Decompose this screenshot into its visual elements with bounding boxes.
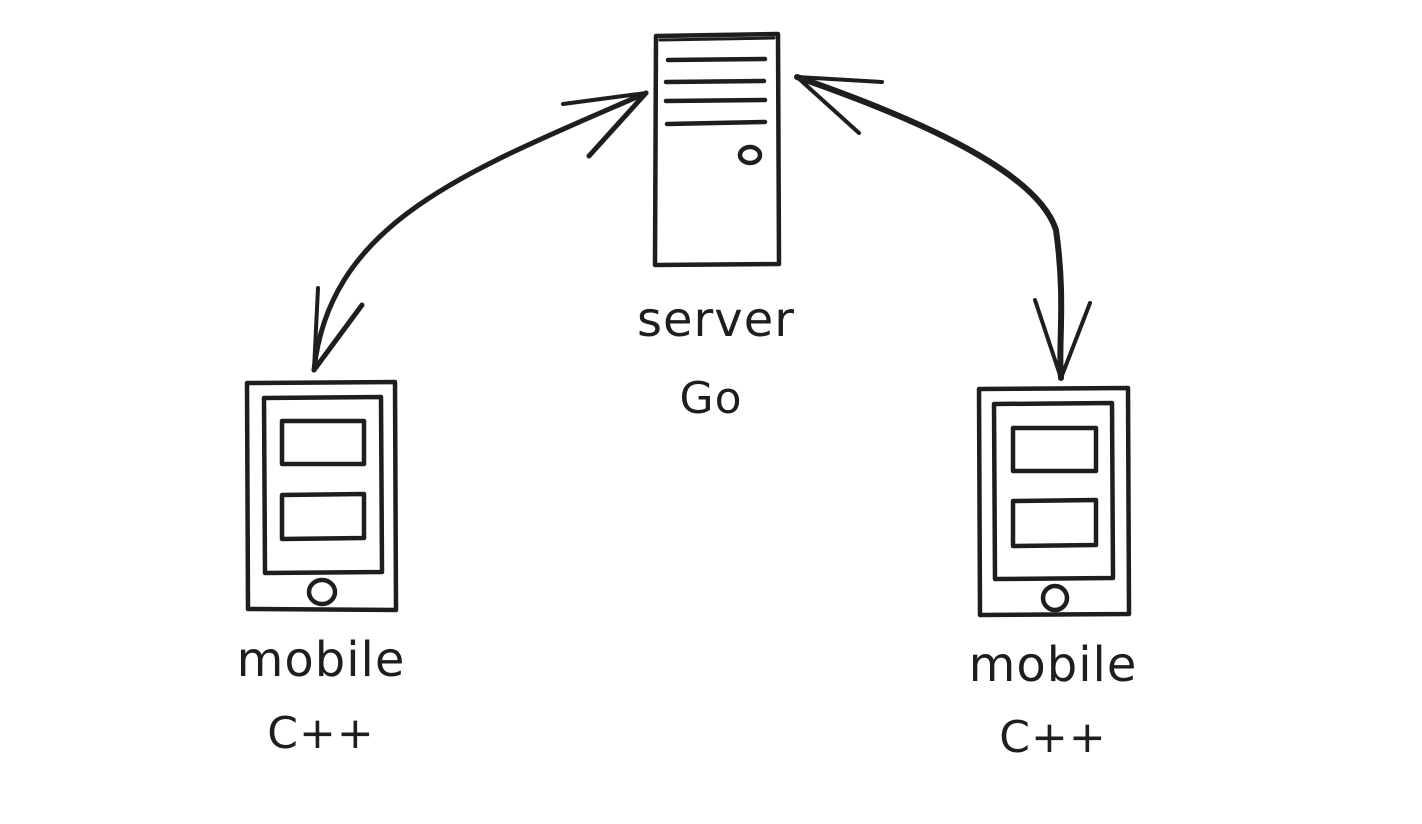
mobile-left-label: mobile — [236, 632, 406, 688]
mobile-right-label: mobile — [968, 637, 1138, 693]
server-label: server — [637, 292, 795, 348]
connector-server-mobile-left — [311, 90, 649, 373]
mobile-left-language-label: C++ — [267, 708, 375, 759]
mobile-phone-icon-right — [976, 385, 1132, 618]
server-tower-icon — [652, 31, 782, 268]
mobile-phone-icon-left — [244, 379, 399, 613]
mobile-right-language-label: C++ — [999, 712, 1107, 763]
server-language-label: Go — [679, 373, 743, 424]
connector-server-mobile-right — [794, 74, 1092, 381]
